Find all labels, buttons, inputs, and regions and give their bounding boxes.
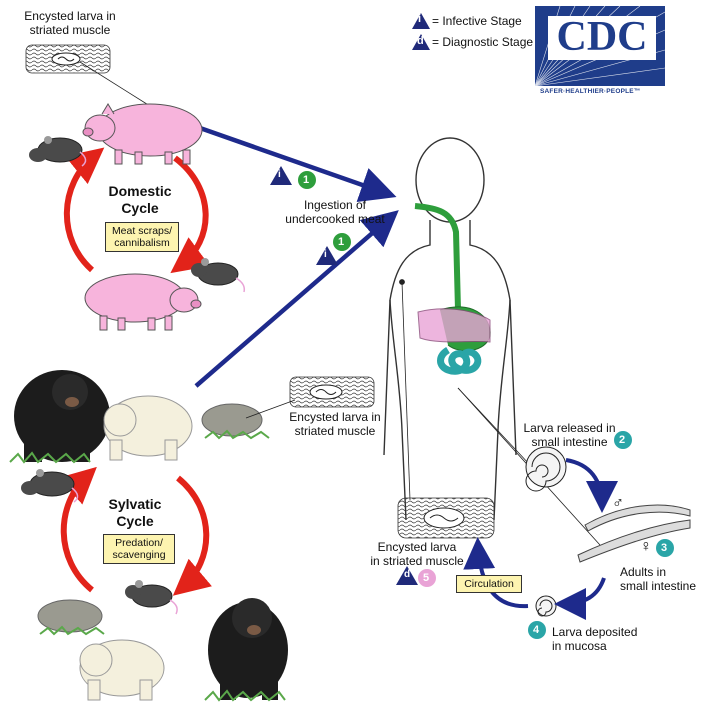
larva-released-icon (525, 446, 567, 492)
step-3-badge (656, 539, 674, 557)
domestic-cycle-box: Meat scraps/ cannibalism (105, 222, 179, 252)
step-1-number: 1 (303, 174, 310, 186)
infective-stage-icon (316, 246, 338, 265)
step-1b-infective-symbol: i (324, 249, 327, 260)
step-4-label: Larva deposited in mucosa (552, 625, 638, 653)
sylvatic-encysted-label: Encysted larva in striated muscle (289, 410, 381, 438)
step-3-label: Adults in small intestine (620, 565, 697, 593)
polar-bear-icon (103, 395, 193, 461)
step-5-diagnostic-symbol: d (404, 569, 411, 580)
muscle-fragment-sylvatic (245, 376, 375, 419)
domestic-cycle-left-arrow (63, 147, 105, 273)
sylvatic-cycle-right-arrow (172, 475, 212, 596)
step-1-infective-symbol: i (278, 169, 281, 180)
sylvatic-cycle-box: Predation/ scavenging (103, 534, 175, 564)
domestic-cycle-right-arrow (170, 155, 210, 274)
step-3-number: 3 (661, 542, 668, 554)
ingestion-arrow-domestic (199, 125, 397, 203)
muscle-fragment-domestic (25, 44, 151, 107)
diagnostic-stage-icon (396, 566, 418, 585)
step-5-label: Encysted larva in striated muscle (370, 540, 464, 568)
cdc-logo-text: CDC (556, 14, 648, 60)
step-4-number: 4 (533, 624, 540, 636)
step-4-badge (528, 621, 546, 639)
arrow-to-adults (565, 458, 618, 513)
step-2-label: Larva released in small intestine (523, 421, 616, 449)
legend-infective-symbol: i (418, 13, 422, 25)
black-bear-icon (204, 598, 288, 702)
pig-icon (82, 103, 203, 165)
rat-icon (125, 580, 178, 615)
female-symbol: ♀ (640, 538, 652, 555)
legend-diagnostic-label: = Diagnostic Stage (432, 35, 534, 49)
step-1-badge (298, 171, 316, 189)
sylvatic-cycle-title: Sylvatic Cycle (108, 496, 162, 529)
domestic-cycle-title: Domestic Cycle (108, 183, 172, 216)
arrow-to-mucosa (554, 577, 606, 620)
rat-icon (191, 258, 246, 293)
male-symbol: ♂ (612, 495, 624, 512)
larva-deposited-icon (535, 595, 557, 617)
infective-stage-icon (270, 166, 292, 185)
legend-infective-label: = Infective Stage (432, 14, 522, 28)
legend-diagnostic-icon (412, 34, 430, 50)
pig-icon (84, 273, 202, 331)
step-1b-number: 1 (338, 236, 345, 248)
step-5-number: 5 (423, 572, 430, 584)
circulation-box: Circulation (456, 575, 522, 593)
ingestion-arrow-sylvatic (194, 210, 399, 388)
step-1-label: Ingestion of undercooked meat (285, 198, 385, 226)
step-1-badge (333, 233, 351, 251)
legend-infective-icon (412, 13, 430, 29)
sylvatic-cycle-left-arrow (58, 466, 97, 593)
digestive-tract (414, 203, 491, 375)
rat-icon (21, 469, 79, 503)
step-2-badge (614, 431, 632, 449)
cdc-logo-tagline: SAFER·HEALTHIER·PEOPLE™ (540, 88, 641, 95)
cdc-logo (534, 5, 666, 87)
domestic-encysted-label: Encysted larva in striated muscle (24, 9, 116, 37)
carcass-icon (37, 599, 105, 636)
black-bear-icon (9, 370, 110, 464)
carcass-icon (201, 403, 270, 440)
step-5-badge (418, 569, 436, 587)
rat-icon (29, 136, 87, 167)
polar-bear-icon (79, 639, 165, 701)
step-2-number: 2 (619, 434, 626, 446)
muscle-fragment-human (397, 497, 495, 539)
legend-diagnostic-symbol: d (417, 35, 424, 47)
adult-worms-icon (577, 504, 691, 563)
